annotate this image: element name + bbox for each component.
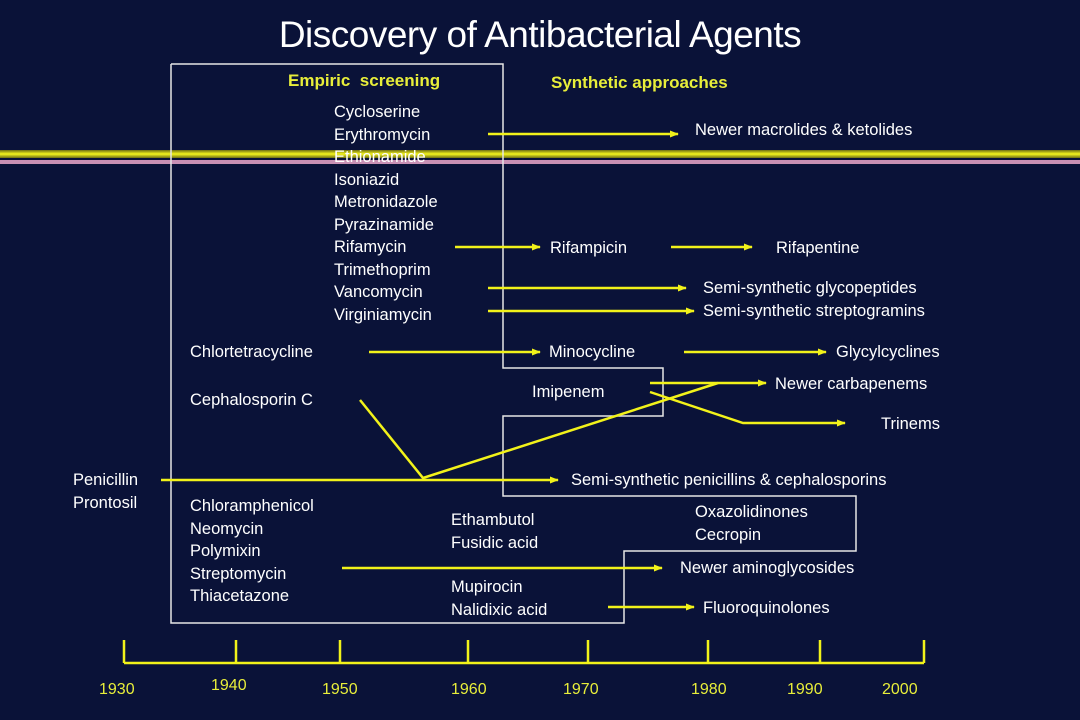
agent-imipenem: Imipenem (532, 383, 605, 401)
derived-penicillins-cephalosporins: Semi-synthetic penicillins & cephalospor… (571, 471, 887, 489)
agent-cecropin: Cecropin (695, 525, 762, 544)
agent-pyrazinamide: Pyrazinamide (334, 215, 434, 234)
arrow-imipenem-trinems (649, 390, 846, 427)
year-label-1950: 1950 (322, 681, 358, 698)
year-label-1990: 1990 (787, 681, 823, 698)
derived-carbapenems: Newer carbapenems (775, 375, 928, 393)
agent-oxazolidinones: Oxazolidinones (695, 503, 808, 521)
agent-isoniazid: Isoniazid (334, 170, 400, 189)
derived-streptogramins: Semi-synthetic streptogramins (703, 302, 925, 320)
agents-1980s-list: Oxazolidinones Cecropin (695, 501, 808, 546)
agent-chlortetracycline: Chlortetracycline (190, 343, 313, 361)
agent-streptomycin: Streptomycin (190, 564, 287, 583)
agent-ethionamide: Ethionamide (334, 148, 426, 166)
agents-1960s-a-list: Ethambutol Fusidic acid (451, 509, 538, 554)
agent-polymixin: Polymixin (190, 542, 261, 560)
agent-vancomycin: Vancomycin (334, 283, 423, 301)
arrow-cephalosporin-carbapenems (359, 381, 719, 480)
agent-mupirocin: Mupirocin (451, 578, 523, 596)
empiric-region-outline (170, 63, 857, 624)
agent-neomycin: Neomycin (190, 519, 264, 538)
year-label-1970: 1970 (563, 681, 599, 698)
derived-rifapentine: Rifapentine (776, 239, 860, 257)
timeline-axis (122, 640, 926, 665)
year-label-1980: 1980 (691, 681, 727, 698)
year-label-2000: 2000 (882, 681, 918, 698)
agent-prontosil: Prontosil (73, 493, 138, 512)
agent-cephalosporin-c: Cephalosporin C (190, 391, 313, 409)
agents-1940s-list: Chloramphenicol Neomycin Polymixin Strep… (190, 495, 314, 608)
agent-erythromycin: Erythromycin (334, 125, 431, 144)
agent-trimethoprim: Trimethoprim (334, 260, 431, 279)
heading-synthetic-approaches: Synthetic approaches (551, 73, 728, 92)
year-label-1930: 1930 (99, 681, 135, 698)
heading-empiric-screening: Empiric screening (288, 71, 441, 90)
agent-metronidazole: Metronidazole (334, 193, 438, 211)
slide-title: Discovery of Antibacterial Agents (278, 14, 802, 55)
derived-fluoroquinolones: Fluoroquinolones (703, 599, 830, 617)
agent-ethambutol: Ethambutol (451, 511, 535, 529)
derived-trinems: Trinems (881, 415, 940, 433)
derived-glycylcyclines: Glycylcyclines (836, 343, 940, 361)
agent-virginiamycin: Virginiamycin (334, 305, 432, 324)
highlight-band-bottom (0, 160, 1080, 164)
agent-fusidic-acid: Fusidic acid (451, 533, 539, 552)
agent-chloramphenicol: Chloramphenicol (190, 497, 314, 515)
agent-penicillin: Penicillin (73, 471, 139, 489)
derived-glycopeptides: Semi-synthetic glycopeptides (703, 279, 917, 297)
agents-1960s-b-list: Mupirocin Nalidixic acid (451, 576, 547, 621)
derived-aminoglycosides: Newer aminoglycosides (680, 559, 855, 577)
highlight-band-top (0, 150, 1080, 158)
agent-nalidixic-acid: Nalidixic acid (451, 600, 548, 619)
agents-early-list: Penicillin Prontosil (73, 469, 138, 514)
year-label-1960: 1960 (451, 681, 487, 698)
year-label-1940: 1940 (211, 677, 247, 694)
agents-1950s-list: Cycloserine Erythromycin Ethionamide Iso… (334, 101, 438, 326)
agent-rifamycin: Rifamycin (334, 238, 407, 256)
derived-minocycline: Minocycline (549, 343, 636, 361)
derived-rifampicin: Rifampicin (550, 239, 628, 257)
agent-thiacetazone: Thiacetazone (190, 587, 290, 605)
agent-cycloserine: Cycloserine (334, 103, 421, 121)
derived-macrolides-ketolides: Newer macrolides & ketolides (695, 121, 913, 139)
